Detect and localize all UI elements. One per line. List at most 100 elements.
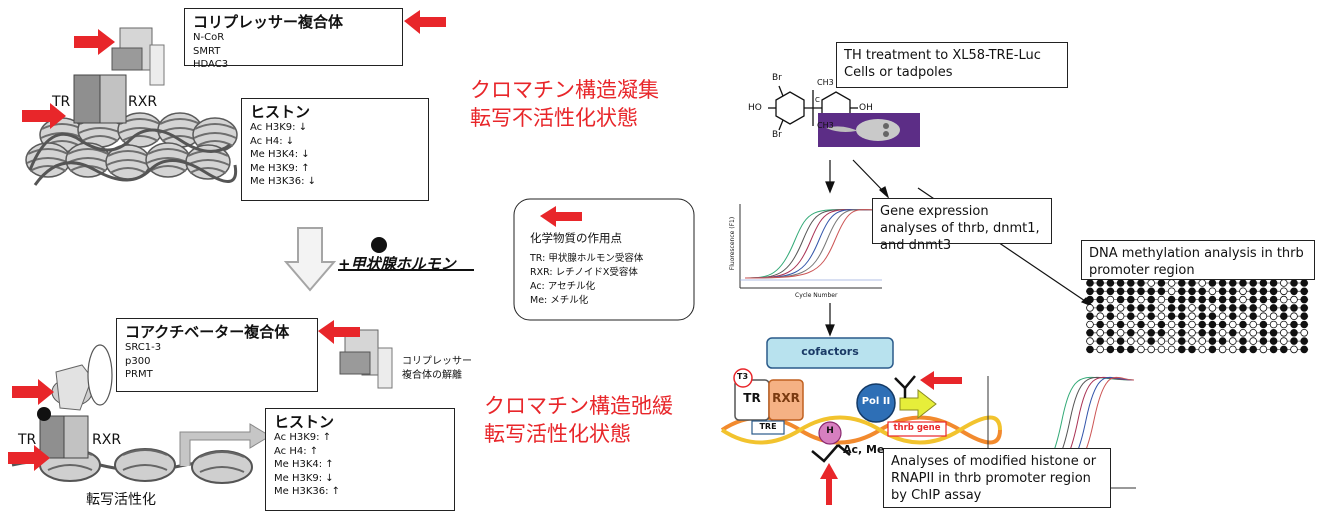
cpg-site bbox=[1229, 337, 1237, 345]
methylation-note: DNA methylation analysis in thrb promote… bbox=[1081, 240, 1315, 280]
cpg-site bbox=[1249, 304, 1257, 312]
histone-mark: Ac H3K9: ↑ bbox=[274, 432, 332, 443]
cpg-site bbox=[1269, 328, 1278, 337]
coactivator-item: p300 bbox=[125, 355, 151, 367]
cpg-site bbox=[1259, 328, 1268, 337]
cpg-site bbox=[1259, 279, 1268, 287]
red-arrow-corepressor bbox=[74, 29, 115, 55]
cpg-site bbox=[1116, 345, 1125, 354]
corepressor-item: N-CoR bbox=[193, 32, 225, 43]
cpg-site bbox=[1096, 295, 1104, 304]
cpg-site bbox=[1290, 287, 1298, 296]
cpg-site bbox=[1127, 345, 1135, 354]
cpg-site bbox=[1269, 320, 1278, 329]
cpg-site bbox=[1178, 295, 1186, 304]
cpg-site bbox=[1137, 328, 1145, 337]
rxr-label-active: RXR bbox=[92, 432, 122, 448]
cpg-site bbox=[1137, 337, 1145, 345]
cpg-site bbox=[1280, 287, 1288, 296]
cpg-site bbox=[1157, 304, 1166, 312]
repressed-state-line1: クロマチン構造凝集 bbox=[470, 78, 659, 102]
cpg-site bbox=[1127, 312, 1135, 321]
cpg-site bbox=[1269, 337, 1278, 345]
release-label-line2: 複合体の解離 bbox=[402, 370, 462, 381]
cpg-site bbox=[1259, 312, 1268, 321]
cpg-site bbox=[1300, 320, 1308, 329]
cpg-site bbox=[1198, 287, 1206, 296]
corepressor-box: コリプレッサー複合体 N-CoR SMRT HDAC3 bbox=[184, 8, 403, 70]
red-arrow-corepressor-box bbox=[404, 10, 446, 34]
molecule-oh: OH bbox=[859, 103, 873, 113]
cpg-site bbox=[1229, 304, 1237, 312]
cpg-site bbox=[1167, 312, 1176, 321]
coactivator-item: SRC1-3 bbox=[125, 342, 162, 353]
cpg-site bbox=[1208, 328, 1217, 337]
cpg-site bbox=[1269, 312, 1278, 321]
cpg-site bbox=[1106, 345, 1115, 354]
histone-mark: Me H3K9: ↑ bbox=[250, 162, 310, 174]
cpg-site bbox=[1178, 312, 1186, 321]
red-arrow-chromatin-top bbox=[22, 103, 66, 129]
cpg-site bbox=[1239, 279, 1247, 287]
histone-mark: Ac H3K9: ↓ bbox=[250, 122, 308, 133]
active-state-line1: クロマチン構造弛緩 bbox=[484, 394, 673, 418]
cpg-site bbox=[1249, 295, 1257, 304]
plot-y-label: Fluorescence (F1) bbox=[729, 216, 737, 271]
cpg-site bbox=[1259, 304, 1268, 312]
cpg-site bbox=[1280, 345, 1288, 354]
cpg-site bbox=[1188, 328, 1196, 337]
cpg-site bbox=[1218, 287, 1227, 296]
cpg-site bbox=[1300, 312, 1308, 321]
cpg-site bbox=[1300, 328, 1308, 337]
histone-h-shape bbox=[811, 421, 851, 463]
chip-note: Analyses of modified histone or RNAPII i… bbox=[883, 448, 1111, 508]
cpg-site bbox=[1239, 345, 1247, 354]
cpg-site bbox=[1096, 328, 1104, 337]
thrb-gene-label: thrb gene bbox=[893, 423, 941, 433]
cpg-site bbox=[1218, 345, 1227, 354]
cpg-site bbox=[1178, 279, 1186, 287]
cpg-site bbox=[1167, 295, 1176, 304]
cpg-site bbox=[1290, 337, 1298, 345]
cpg-site bbox=[1229, 295, 1237, 304]
legend-box bbox=[513, 198, 695, 321]
cpg-site bbox=[1106, 337, 1115, 345]
cpg-site bbox=[1106, 295, 1115, 304]
cpg-site bbox=[1147, 345, 1155, 354]
red-arrow-chromatin-bottom bbox=[8, 445, 50, 471]
cpg-site bbox=[1157, 295, 1166, 304]
cpg-site bbox=[1198, 304, 1206, 312]
cpg-site bbox=[1147, 295, 1155, 304]
cpg-site bbox=[1127, 295, 1135, 304]
cpg-site bbox=[1096, 312, 1104, 321]
cpg-site bbox=[1167, 337, 1176, 345]
cpg-site bbox=[1229, 287, 1237, 296]
molecule-br: Br bbox=[772, 73, 782, 83]
cpg-site bbox=[1178, 345, 1186, 354]
cpg-site bbox=[1106, 328, 1115, 337]
cpg-site bbox=[1300, 304, 1308, 312]
cpg-site bbox=[1249, 320, 1257, 329]
cpg-site bbox=[1106, 320, 1115, 329]
cpg-site bbox=[1208, 287, 1217, 296]
cpg-site bbox=[1280, 304, 1288, 312]
cpg-site bbox=[1086, 320, 1094, 329]
cpg-site bbox=[1157, 328, 1166, 337]
legend-item: TR: 甲状腺ホルモン受容体 bbox=[530, 253, 644, 264]
cpg-site bbox=[1096, 279, 1104, 287]
cpg-site bbox=[1086, 279, 1094, 287]
cpg-site bbox=[1249, 337, 1257, 345]
cpg-site bbox=[1147, 328, 1155, 337]
cpg-site bbox=[1167, 287, 1176, 296]
cpg-site bbox=[1116, 295, 1125, 304]
cpg-site bbox=[1137, 287, 1145, 296]
red-arrow-histone-up bbox=[820, 463, 838, 505]
cpg-site bbox=[1086, 295, 1094, 304]
histone-title: ヒストン bbox=[274, 413, 335, 431]
cpg-site bbox=[1300, 337, 1308, 345]
cpg-site bbox=[1127, 304, 1135, 312]
tadpole-image bbox=[818, 113, 920, 147]
cpg-site bbox=[1290, 345, 1298, 354]
cpg-site bbox=[1167, 328, 1176, 337]
cpg-site bbox=[1239, 320, 1247, 329]
